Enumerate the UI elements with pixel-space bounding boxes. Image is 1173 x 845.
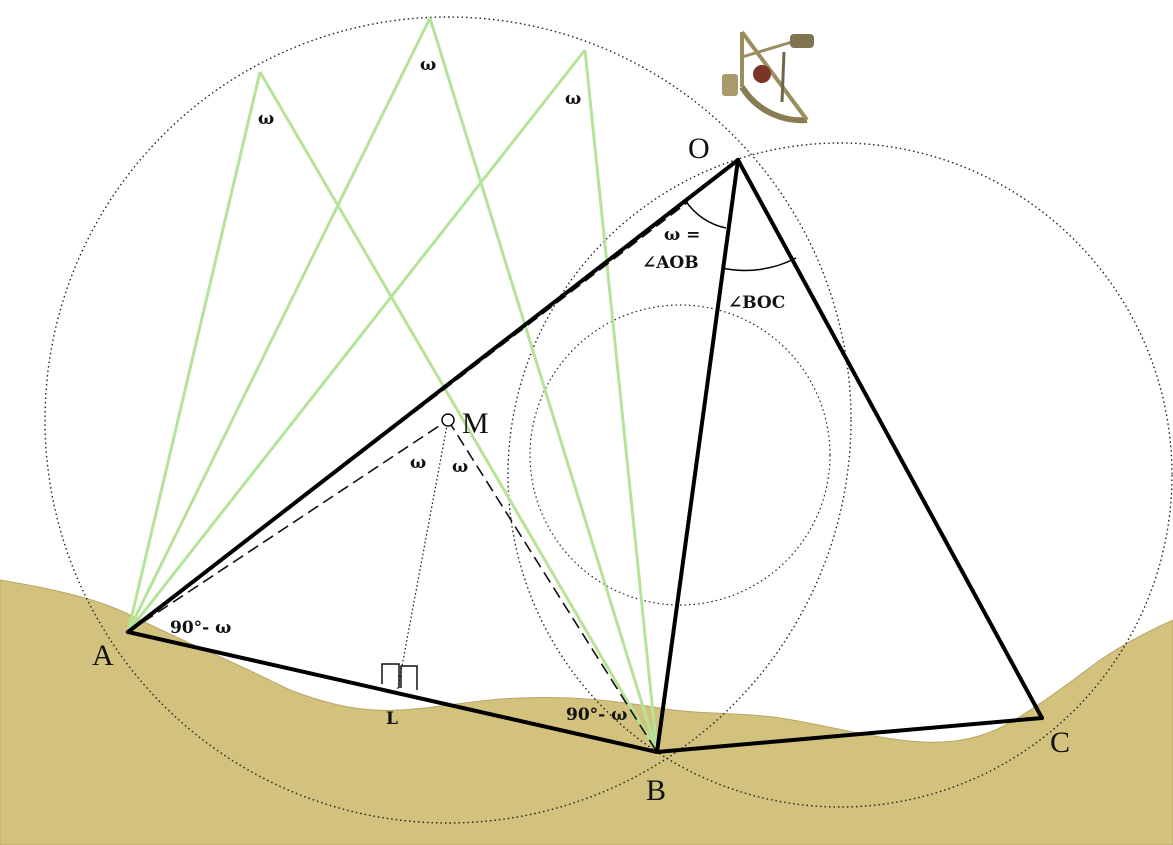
right-angle-mark: [381, 663, 400, 688]
label-angle-aob: ∠AOB: [642, 253, 699, 273]
label-omega-top-center: ω: [420, 55, 436, 75]
inner-circle-ab: [529, 304, 831, 606]
edge-ob: [655, 158, 740, 754]
label-omega-top-left: ω: [258, 109, 274, 129]
sight-line: [126, 17, 432, 633]
label-point-b: B: [646, 774, 666, 807]
label-point-o: O: [688, 132, 710, 165]
label-angle-boc: ∠BOC: [728, 293, 785, 313]
label-point-l: L: [386, 709, 398, 729]
sight-line: [428, 17, 659, 753]
edge-oc: [736, 158, 1044, 720]
label-point-m: M: [462, 407, 489, 440]
right-angle-mark: [400, 665, 418, 690]
edge-ab: [126, 630, 659, 754]
label-angle-at-b: 90°- ω: [566, 705, 627, 725]
circumcircle-aob: [44, 16, 852, 824]
label-omega-equals: ω =: [664, 225, 700, 245]
sight-line: [126, 71, 262, 633]
label-angle-at-a: 90°- ω: [170, 618, 231, 638]
label-point-c: C: [1050, 726, 1070, 759]
sextant-icon: [722, 30, 814, 124]
edge-ao: [126, 158, 740, 634]
sight-line: [583, 49, 659, 753]
sight-line: [126, 49, 587, 633]
angle-arc-boc: [721, 257, 797, 272]
label-point-a: A: [92, 639, 114, 672]
label-omega-m-left: ω: [410, 453, 426, 473]
dashed-line-am: [127, 419, 449, 633]
label-omega-m-right: ω: [452, 457, 468, 477]
survey-triangles: [126, 158, 1044, 754]
label-omega-top-right: ω: [565, 89, 581, 109]
sight-lines: [126, 17, 659, 753]
edge-bc: [655, 716, 1044, 754]
point-m-marker: [441, 413, 455, 427]
angle-arc-aob: [684, 199, 727, 229]
dashed-line-mb: [447, 419, 658, 753]
sight-line: [258, 71, 659, 753]
circumcircle-boc: [507, 142, 1173, 808]
